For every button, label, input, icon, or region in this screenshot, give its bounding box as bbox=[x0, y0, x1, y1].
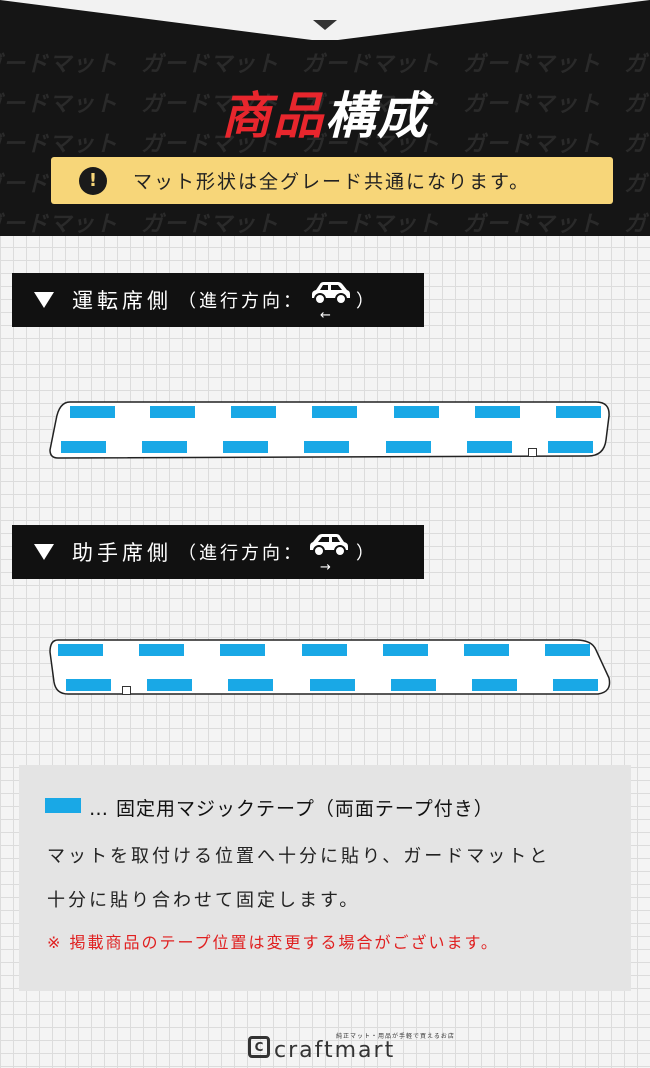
tape-marker bbox=[467, 441, 512, 453]
tape-marker bbox=[312, 406, 357, 418]
tape-marker bbox=[147, 679, 192, 691]
notice-text: マット形状は全グレード共通になります。 bbox=[133, 171, 531, 193]
legend-description: 十分に貼り合わせて固定します。 bbox=[47, 890, 361, 911]
car-left-icon: ← bbox=[308, 280, 352, 323]
tape-marker bbox=[66, 679, 111, 691]
tape-marker bbox=[472, 679, 517, 691]
watermark-row: ガードマット ガードマット ガードマット ガードマット ガードマット bbox=[0, 132, 650, 157]
tape-marker bbox=[61, 441, 106, 453]
watermark-row: ガードマット ガードマット ガードマット ガードマット ガードマット bbox=[0, 92, 650, 117]
logo-name: craftmart bbox=[274, 1038, 396, 1063]
section-title: 運転席側 bbox=[72, 289, 172, 313]
passenger-side-header: 助手席側 （進行方向： → ） bbox=[12, 525, 424, 579]
tape-swatch bbox=[45, 798, 81, 813]
section-title: 助手席側 bbox=[72, 541, 172, 565]
tape-marker bbox=[475, 406, 520, 418]
product-tag-icon bbox=[528, 448, 537, 457]
tape-marker bbox=[70, 406, 115, 418]
legend-description: マットを取付ける位置へ十分に貼り、ガードマットと bbox=[47, 846, 551, 867]
chevron-down-icon bbox=[313, 20, 337, 30]
tape-marker bbox=[310, 679, 355, 691]
tape-marker bbox=[386, 441, 431, 453]
direction-label: （進行方向： bbox=[178, 291, 304, 312]
passenger-side-mat bbox=[48, 638, 612, 698]
triangle-down-icon bbox=[34, 544, 54, 560]
tape-marker bbox=[304, 441, 349, 453]
product-tag-icon bbox=[122, 686, 131, 695]
tape-marker bbox=[391, 679, 436, 691]
exclamation-icon: ! bbox=[79, 166, 107, 195]
tape-marker bbox=[142, 441, 187, 453]
tape-marker bbox=[545, 644, 590, 656]
arrow-right-icon: → bbox=[320, 560, 331, 575]
logo-icon: C bbox=[248, 1035, 270, 1058]
watermark-row: ガードマット ガードマット ガードマット ガードマット ガードマット bbox=[0, 212, 650, 236]
tape-marker bbox=[231, 406, 276, 418]
tape-marker bbox=[150, 406, 195, 418]
notice-banner: ! マット形状は全グレード共通になります。 bbox=[51, 157, 613, 204]
tape-marker bbox=[220, 644, 265, 656]
car-right-icon: → bbox=[308, 532, 352, 575]
direction-label: （進行方向： bbox=[178, 543, 304, 564]
legend-heading: … 固定用マジックテープ（両面テープ付き） bbox=[89, 798, 494, 820]
watermark-row: ガードマット ガードマット ガードマット ガードマット ガードマット bbox=[0, 52, 650, 77]
arrow-left-icon: ← bbox=[320, 308, 331, 323]
tape-marker bbox=[302, 644, 347, 656]
driver-side-mat bbox=[48, 400, 612, 460]
tape-marker bbox=[223, 441, 268, 453]
tape-marker bbox=[464, 644, 509, 656]
tape-marker bbox=[394, 406, 439, 418]
tape-marker bbox=[139, 644, 184, 656]
header-banner: ガードマット ガードマット ガードマット ガードマット ガードマット ガードマッ… bbox=[0, 0, 650, 236]
tape-marker bbox=[58, 644, 103, 656]
page-title: 商品構成 bbox=[221, 87, 429, 145]
logo-tagline: 純正マット・用品が手軽で買えるお店 bbox=[336, 1033, 455, 1040]
tape-marker bbox=[556, 406, 601, 418]
tape-marker bbox=[548, 441, 593, 453]
legend-note: ※ 掲載商品のテープ位置は変更する場合がございます。 bbox=[47, 933, 499, 952]
craftmart-logo: C 純正マット・用品が手軽で買えるお店 craftmart bbox=[248, 1031, 455, 1062]
tape-marker bbox=[228, 679, 273, 691]
legend-box: … 固定用マジックテープ（両面テープ付き） マットを取付ける位置へ十分に貼り、ガ… bbox=[19, 765, 631, 991]
tape-marker bbox=[553, 679, 598, 691]
tape-marker bbox=[383, 644, 428, 656]
triangle-down-icon bbox=[34, 292, 54, 308]
driver-side-header: 運転席側 （進行方向： ← ） bbox=[12, 273, 424, 327]
